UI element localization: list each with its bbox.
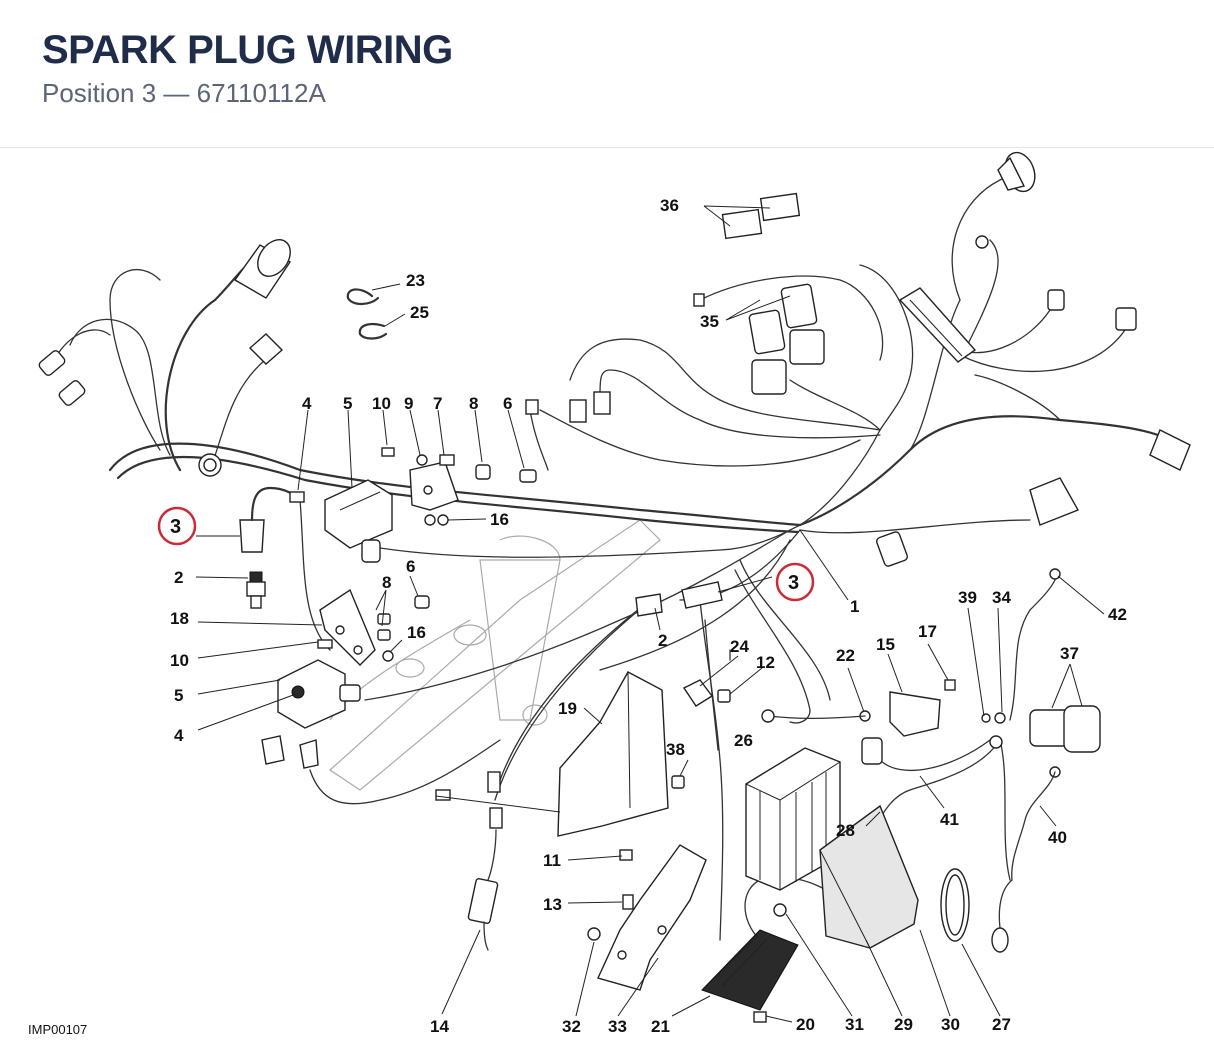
callout-32: 32 — [562, 1017, 581, 1036]
callout-22: 22 — [836, 646, 855, 665]
grommet-top-right — [997, 151, 1036, 193]
ignition-coil-upper — [324, 479, 393, 563]
ground-leads — [991, 568, 1061, 953]
callout-40: 40 — [1048, 828, 1067, 847]
callout-16b: 16 — [407, 623, 426, 642]
page-title: SPARK PLUG WIRING — [42, 28, 453, 72]
regulator — [701, 903, 799, 1023]
callout-41: 41 — [940, 810, 959, 829]
small-hardware-upper — [289, 399, 549, 526]
callout-5a: 5 — [343, 394, 352, 413]
callout-8b: 8 — [382, 573, 391, 592]
callout-19: 19 — [558, 699, 577, 718]
callout-26: 26 — [734, 731, 753, 750]
callout-5b: 5 — [174, 686, 183, 705]
callout-3b: 3 — [788, 572, 799, 594]
callout-11: 11 — [543, 851, 561, 870]
page-header: SPARK PLUG WIRING Position 3 — 67110112A — [0, 0, 1214, 148]
callout-6a: 6 — [503, 394, 512, 413]
callout-9: 9 — [404, 394, 413, 413]
sensor-lower-left — [435, 771, 503, 951]
callout-3b-highlight-ring — [775, 562, 815, 602]
callout-4b: 4 — [174, 726, 184, 745]
connector-left-small — [248, 333, 284, 365]
page-subtitle: Position 3 — 67110112A — [42, 78, 326, 108]
connector-left-plugs — [38, 350, 222, 477]
spark-plug-left — [246, 571, 266, 609]
grommet-top-left — [233, 239, 291, 299]
callout-36: 36 — [660, 196, 679, 215]
callout-39: 39 — [958, 588, 977, 607]
relay-connectors — [693, 192, 825, 395]
callout-17: 17 — [918, 622, 937, 641]
callout-8a: 8 — [469, 394, 478, 413]
callout-21: 21 — [651, 1017, 670, 1036]
bracket-upper — [409, 461, 459, 511]
spark-plug-cap-center — [635, 581, 723, 617]
callout-2b: 2 — [658, 631, 667, 650]
wiring-diagram: 23 25 36 35 4 5 10 9 7 8 6 16 3 2 8 6 18… — [0, 150, 1214, 1056]
frame-outline — [329, 519, 661, 791]
callout-15: 15 — [876, 635, 895, 654]
diagram-canvas: 23 25 36 35 4 5 10 9 7 8 6 16 3 2 8 6 18… — [28, 151, 1191, 1037]
callout-6b: 6 — [406, 557, 415, 576]
callout-12: 12 — [756, 653, 775, 672]
multi-pin-connector — [898, 287, 977, 363]
bracket-right — [761, 679, 956, 737]
callout-10b: 10 — [170, 651, 189, 670]
callout-31: 31 — [845, 1015, 864, 1034]
header-divider — [0, 147, 1214, 148]
callout-16a: 16 — [490, 510, 509, 529]
callout-20: 20 — [796, 1015, 815, 1034]
battery-box-panel — [557, 671, 731, 837]
battery-tray — [819, 804, 970, 949]
circlips — [346, 288, 388, 340]
callout-28: 28 — [836, 821, 855, 840]
callout-3a-highlight-ring — [157, 506, 197, 546]
callout-13: 13 — [543, 895, 562, 914]
small-hardware-lower — [317, 595, 430, 662]
callout-23: 23 — [406, 271, 425, 290]
callout-4a: 4 — [302, 394, 312, 413]
spark-plug-caps-lower — [261, 735, 319, 769]
callout-29: 29 — [894, 1015, 913, 1034]
callout-34: 34 — [992, 588, 1011, 607]
callout-numbers: 23 25 36 35 4 5 10 9 7 8 6 16 3 2 8 6 18… — [28, 196, 1127, 1037]
callout-25: 25 — [410, 303, 429, 322]
connector-right-group — [569, 235, 1191, 567]
callout-2a: 2 — [174, 568, 183, 587]
callout-42: 42 — [1108, 605, 1127, 624]
callout-18: 18 — [170, 609, 189, 628]
callout-14: 14 — [430, 1017, 449, 1036]
callout-27: 27 — [992, 1015, 1011, 1034]
callout-24: 24 — [730, 637, 749, 656]
callout-30: 30 — [941, 1015, 960, 1034]
ignition-coil-lower — [277, 659, 361, 729]
callout-10a: 10 — [372, 394, 391, 413]
callout-33: 33 — [608, 1017, 627, 1036]
reference-code: IMP00107 — [28, 1022, 87, 1037]
callout-37: 37 — [1060, 644, 1079, 663]
callout-3a: 3 — [170, 516, 181, 538]
starter-relay — [861, 705, 1101, 765]
callout-7: 7 — [433, 394, 442, 413]
callout-38: 38 — [666, 740, 685, 759]
leader-lines — [195, 205, 1105, 1023]
main-harness — [49, 170, 1172, 941]
callout-35: 35 — [700, 312, 719, 331]
bracket-lower — [319, 588, 376, 666]
callout-1: 1 — [850, 597, 859, 616]
mounting-plate — [587, 844, 707, 991]
